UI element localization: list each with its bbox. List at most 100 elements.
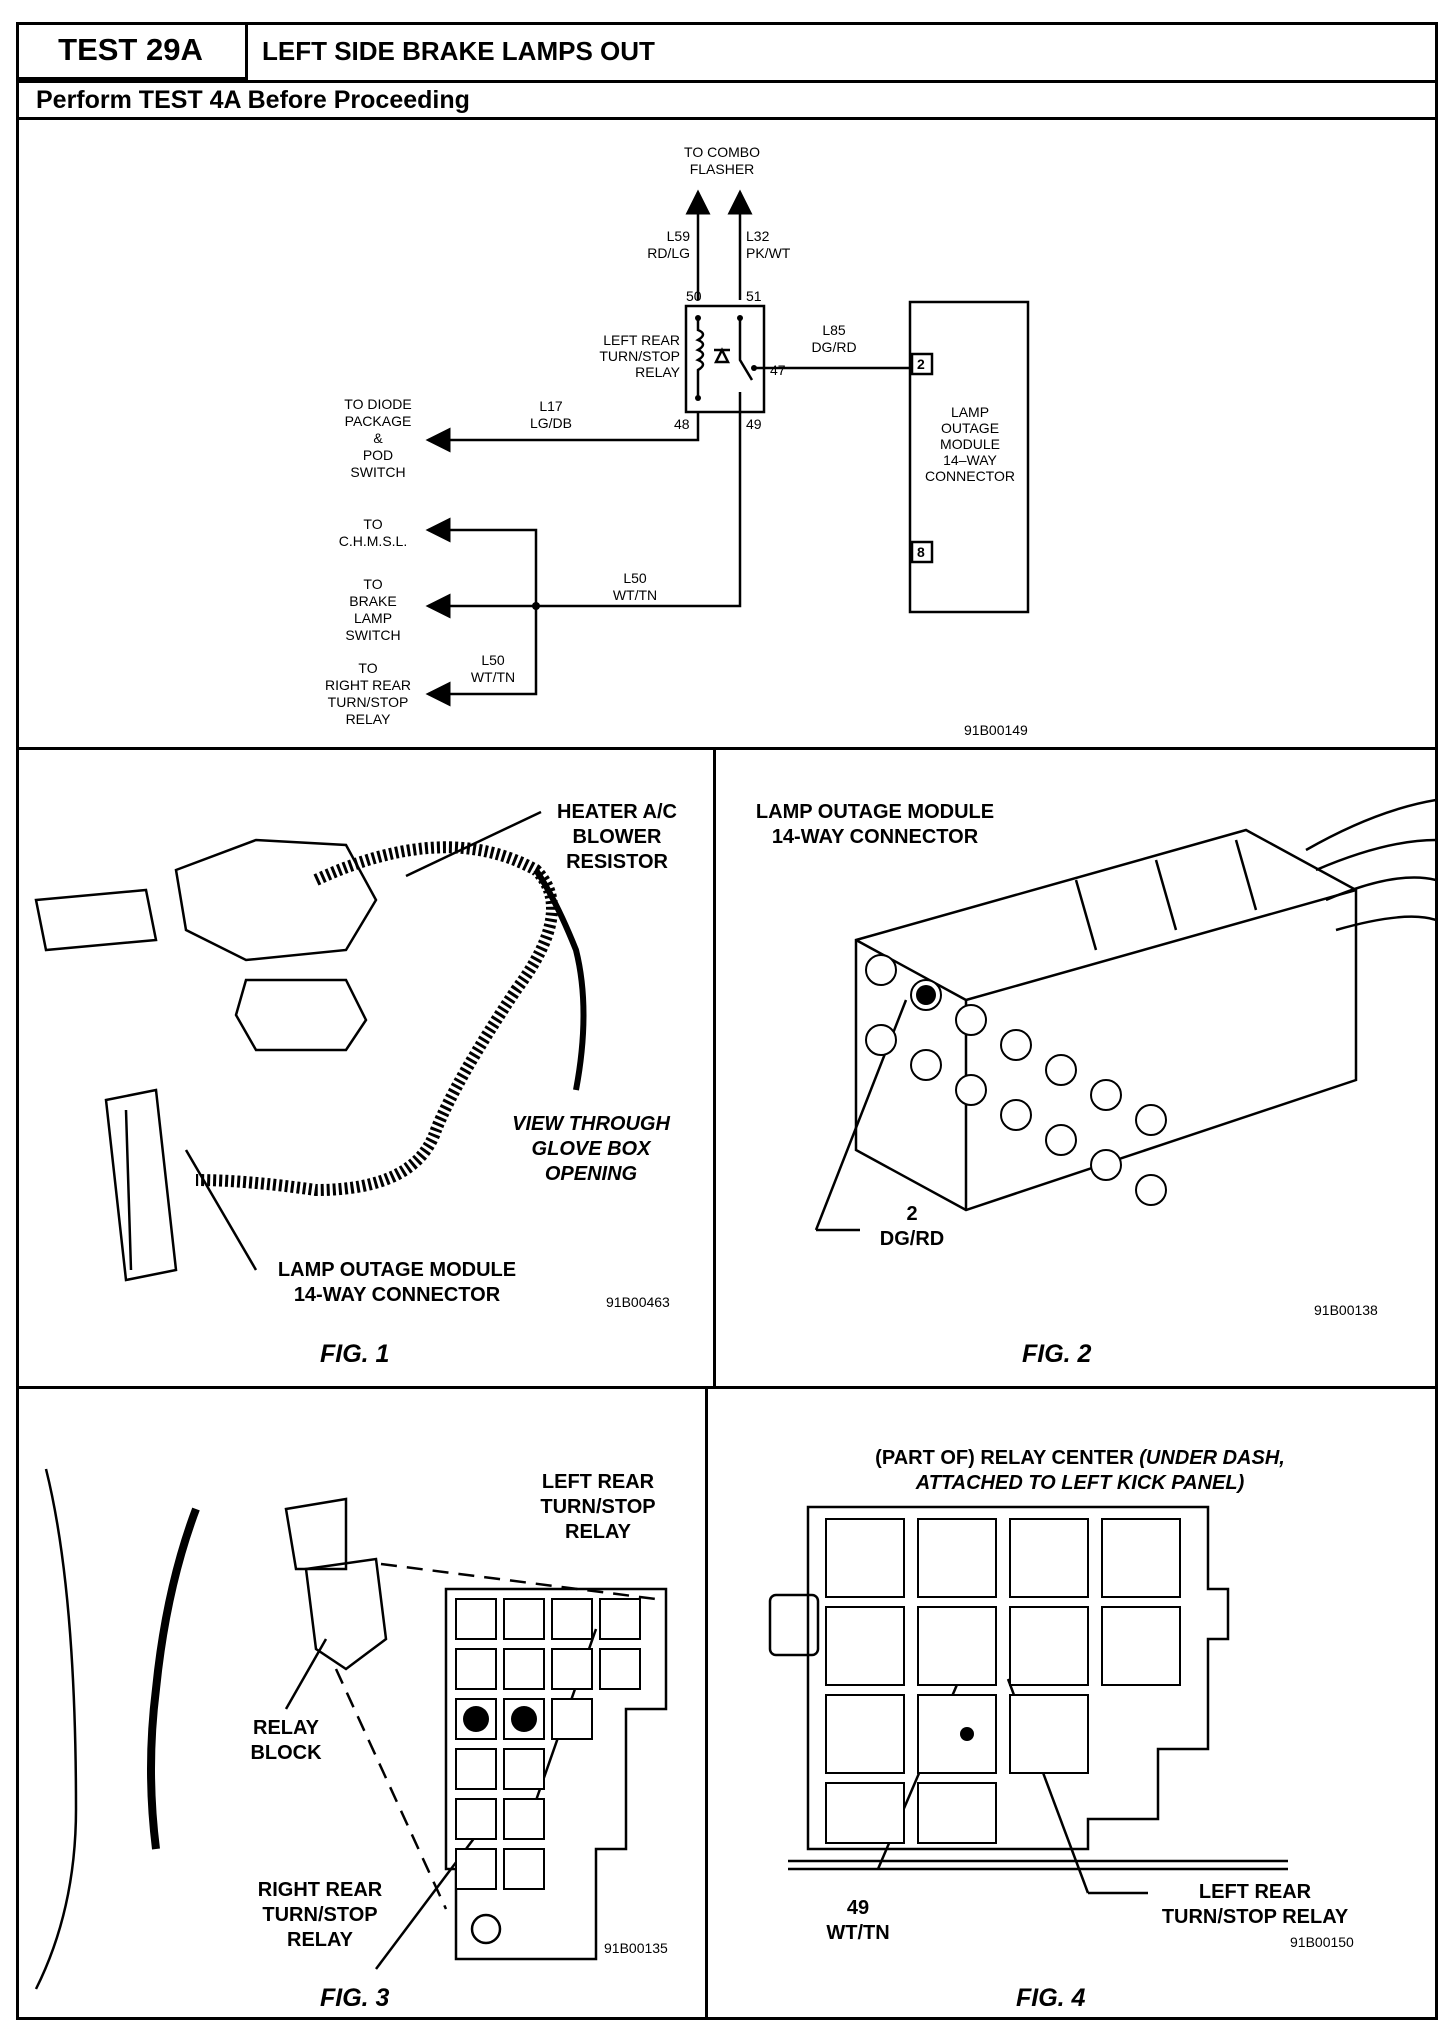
fig3-code: 91B00135 — [604, 1940, 668, 1956]
fig2-cavity — [955, 1004, 987, 1036]
page-frame — [16, 22, 1438, 2020]
fig2-cavity — [865, 1024, 897, 1056]
pin-49-label: 49 — [746, 416, 762, 432]
fig1-caption: FIG. 1 — [320, 1340, 390, 1368]
label-to-brake-lamp-switch: TO BRAKE LAMP SWITCH — [345, 576, 401, 643]
fig3-relay-slot — [599, 1598, 641, 1640]
wire-chmsl — [425, 517, 538, 606]
col-divider-bottom — [705, 1387, 708, 2020]
fig4-relay-slot — [917, 1694, 997, 1774]
module-pin-8-box — [910, 540, 934, 564]
label-to-chmsl: TO C.H.M.S.L. — [338, 516, 408, 549]
fig3-relay-slot — [455, 1748, 497, 1790]
fig3-right-rear-label: RIGHT REAR TURN/STOP RELAY — [257, 1879, 383, 1951]
fig3-relay-slot — [455, 1598, 497, 1640]
fig4-code: 91B00150 — [1290, 1934, 1354, 1950]
fig4-title: (PART OF) RELAY CENTER (UNDER DASH, ATTA… — [730, 1446, 1430, 1496]
fig2-cavity — [910, 1049, 942, 1081]
pin-48-label: 48 — [674, 416, 690, 432]
fig4-relay-slot — [825, 1518, 905, 1598]
label-l32: L32 PK/WT — [746, 228, 791, 261]
fig4-relay-slot — [825, 1606, 905, 1686]
test-title: LEFT SIDE BRAKE LAMPS OUT — [262, 36, 655, 66]
fig2-cavity — [1045, 1124, 1077, 1156]
fig4-relay-slot — [1009, 1518, 1089, 1598]
fig1-blower-housing — [174, 838, 378, 962]
fig2-code: 91B00138 — [1314, 1302, 1378, 1318]
fig4-relay-center-illustration — [768, 1505, 1288, 1895]
fig4-relay-slot — [917, 1782, 997, 1844]
fig1-view-label: VIEW THROUGH GLOVE BOX OPENING — [512, 1113, 670, 1185]
label-l50-b: L50 WT/TN — [470, 652, 516, 685]
subtitle-divider — [16, 117, 1438, 120]
fig3-kick-panel — [34, 1468, 78, 1990]
relay-box — [684, 304, 766, 414]
module-pin-2-box — [910, 352, 934, 376]
label-relay: LEFT REAR TURN/STOP RELAY — [599, 332, 680, 380]
fig2-cavity — [1045, 1054, 1077, 1086]
fig2-cavity — [955, 1074, 987, 1106]
fig4-title-italic-1: (UNDER DASH, — [1139, 1447, 1285, 1469]
fig3-relay-slot — [503, 1648, 545, 1690]
fig2-cavity — [1000, 1099, 1032, 1131]
fig2-caption: FIG. 2 — [1022, 1340, 1092, 1368]
fig2-connector-body — [854, 828, 1358, 1212]
fig4-relay-slot — [917, 1518, 997, 1598]
wire-right-rear — [425, 606, 538, 707]
fig3-relay-slot — [503, 1748, 545, 1790]
fig3-relay-block — [444, 1587, 668, 1961]
label-to-diode: TO DIODE PACKAGE & POD SWITCH — [344, 396, 412, 480]
pin-47-label: 47 — [770, 362, 786, 378]
fig3-relay-slot — [599, 1648, 641, 1690]
col-divider-top — [713, 748, 716, 1388]
fig3-left-rear-label: LEFT REAR TURN/STOP RELAY — [540, 1471, 656, 1543]
diode-symbol — [713, 347, 731, 364]
fig4-relay-slot — [1009, 1606, 1089, 1686]
test-id: TEST 29A — [16, 22, 248, 80]
label-l17: L17 LG/DB — [529, 398, 572, 431]
fig2-cavity — [865, 954, 897, 986]
pin-51-label: 51 — [746, 288, 762, 304]
fig4-title-normal: (PART OF) RELAY CENTER — [875, 1447, 1140, 1469]
fig2-cavity — [1000, 1029, 1032, 1061]
module-pin-2: 2 — [917, 356, 925, 372]
fig3-illustration — [34, 1468, 668, 1990]
fig2-pin-label: 2 DG/RD — [879, 1203, 945, 1250]
fig4-caption: FIG. 4 — [1016, 1984, 1086, 2012]
test-subtitle: Perform TEST 4A Before Proceeding — [36, 86, 470, 114]
fig1-heater-label: HEATER A/C BLOWER RESISTOR — [557, 801, 677, 873]
label-to-combo-flasher: TO COMBO FLASHER — [684, 144, 760, 177]
fig1-module — [104, 1088, 178, 1282]
fig4-relay-slot — [1101, 1606, 1181, 1686]
fig1-code: 91B00463 — [606, 1294, 670, 1310]
schematic-divider — [16, 747, 1438, 750]
fig1-resistor — [234, 978, 368, 1052]
fig3-relay-slot — [503, 1848, 545, 1890]
fig1-connector-label: LAMP OUTAGE MODULE 14-WAY CONNECTOR — [277, 1259, 517, 1306]
fig4-pin-label: 49 WT/TN — [826, 1897, 890, 1944]
fig4-relay-slot — [1009, 1694, 1089, 1774]
fig3-relay-slot — [551, 1698, 593, 1740]
fig2-wires — [1305, 798, 1436, 932]
schematic-code: 91B00149 — [964, 722, 1028, 738]
splice-dot — [532, 602, 540, 610]
label-l85: L85 DG/RD — [811, 322, 857, 355]
fig4-relay-label: LEFT REAR TURN/STOP RELAY — [1161, 1881, 1349, 1928]
fig3-relay-slot — [551, 1648, 593, 1690]
fig3-block-leader — [284, 1638, 328, 1710]
label-l59: L59 RD/LG — [647, 228, 690, 261]
fig2-pin-2-highlight — [916, 985, 936, 1005]
fig4-title-italic-2: ATTACHED TO LEFT KICK PANEL) — [915, 1472, 1245, 1494]
row-divider — [16, 1386, 1438, 1389]
label-module: LAMP OUTAGE MODULE 14–WAY CONNECTOR — [925, 404, 1015, 484]
fig1-harness — [195, 841, 558, 1197]
fig3-left-rear-relay-highlight — [511, 1706, 537, 1732]
fig3-caption: FIG. 3 — [320, 1984, 390, 2012]
fig3-relay-slot — [551, 1598, 593, 1640]
label-l50-a: L50 WT/TN — [612, 570, 658, 603]
fig4-relay-slot — [825, 1694, 905, 1774]
fig2-cavity — [1090, 1079, 1122, 1111]
lamp-outage-module-box — [908, 300, 1030, 614]
label-to-right-rear: TO RIGHT REAR TURN/STOP RELAY — [324, 660, 412, 727]
fig4-mount-tab — [768, 1593, 820, 1657]
